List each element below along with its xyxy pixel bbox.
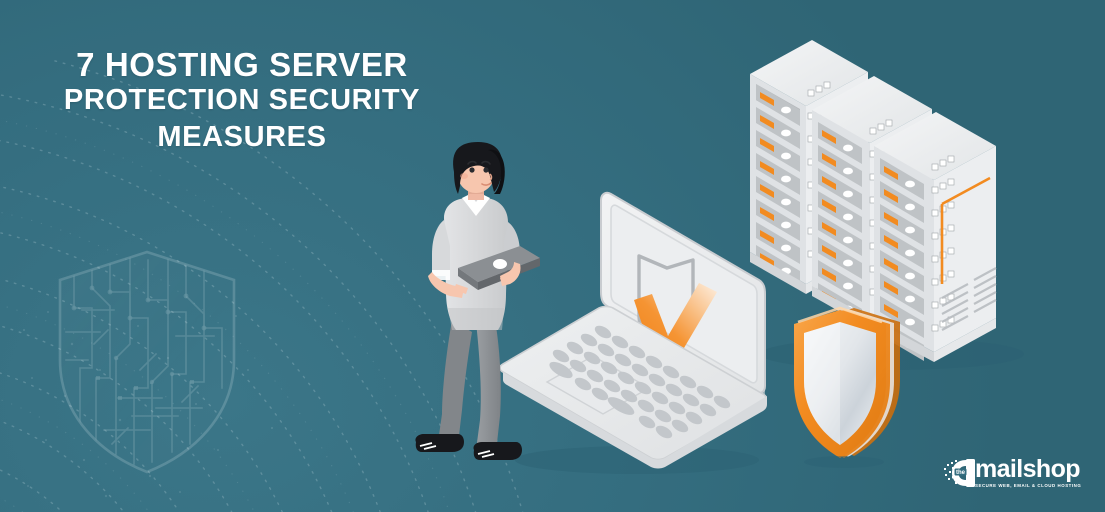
server-rack-3 (874, 112, 997, 362)
logo-mark-text: the (956, 470, 966, 476)
logo-wordmark-block: mailshop SECURE WEB, EMAIL & CLOUD HOSTI… (975, 457, 1081, 489)
headline-line-3: MEASURES (157, 121, 327, 153)
page-title: 7 HOSTING SERVER PROTECTION SECURITY MEA… (42, 48, 442, 156)
server-rack-group (742, 22, 1032, 370)
open-laptop (487, 186, 777, 476)
headline-line-1: 7 HOSTING SERVER (76, 46, 408, 83)
brand-logo[interactable]: the mailshop SECURE WEB, EMAIL & CLOUD H… (944, 452, 1086, 494)
pixel-e-icon: the (944, 456, 978, 490)
logo-tagline: SECURE WEB, EMAIL & CLOUD HOSTING (975, 483, 1082, 488)
logo-wordmark: mailshop (975, 455, 1081, 483)
security-shield-3d (778, 302, 902, 470)
circuit-shield-watermark (52, 248, 242, 476)
woman-with-laptop (402, 142, 542, 480)
headline-line-2: PROTECTION SECURITY (63, 84, 421, 116)
